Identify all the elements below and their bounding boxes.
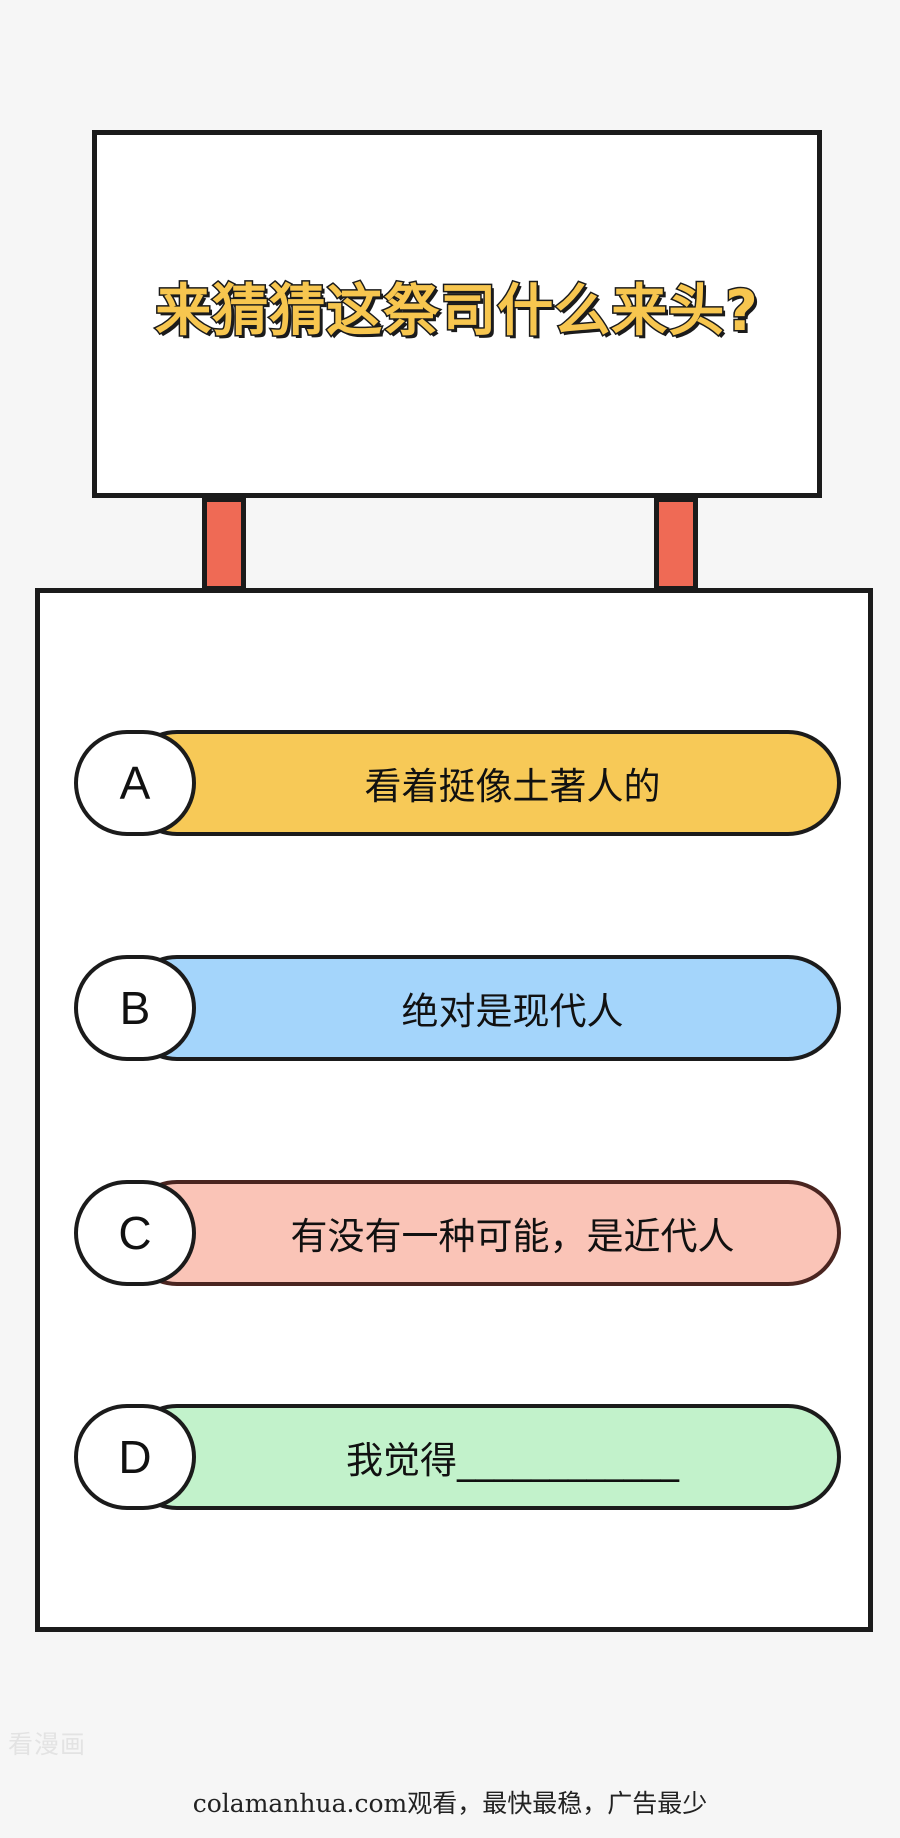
- question-sign-board: 来猜猜这祭司什么来头?: [92, 130, 822, 498]
- option-a-letter: A: [74, 730, 196, 836]
- option-b[interactable]: 绝对是现代人 B: [74, 955, 841, 1061]
- option-c[interactable]: 有没有一种可能，是近代人 C: [74, 1180, 841, 1286]
- option-c-text: 有没有一种可能，是近代人: [124, 1180, 841, 1286]
- option-a[interactable]: 看着挺像土著人的 A: [74, 730, 841, 836]
- sign-post-right: [654, 497, 698, 591]
- source-footer: colamanhua.com观看，最快最稳，广告最少: [192, 1789, 708, 1818]
- option-b-text: 绝对是现代人: [124, 955, 841, 1061]
- option-c-letter: C: [74, 1180, 196, 1286]
- option-a-text: 看着挺像土著人的: [124, 730, 841, 836]
- option-d-letter: D: [74, 1404, 196, 1510]
- sign-post-left: [202, 497, 246, 591]
- watermark: 看漫画: [8, 1730, 87, 1759]
- option-d[interactable]: 我觉得____________ D: [74, 1404, 841, 1510]
- options-panel: 看着挺像土著人的 A 绝对是现代人 B 有没有一种可能，是近代人 C 我觉得__…: [35, 588, 873, 1632]
- question-title: 来猜猜这祭司什么来头?: [154, 277, 759, 345]
- option-d-text: 我觉得____________: [124, 1404, 841, 1510]
- option-b-letter: B: [74, 955, 196, 1061]
